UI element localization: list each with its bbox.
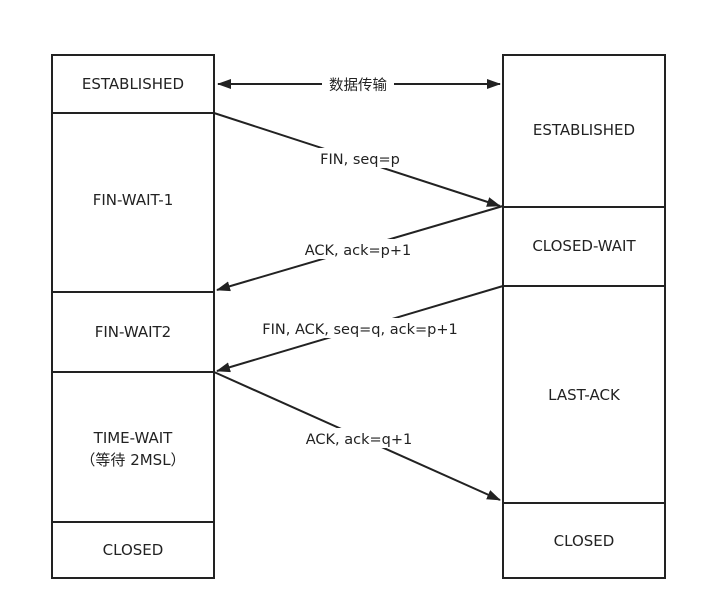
server-column: ESTABLISHED CLOSED-WAIT LAST-ACK CLOSED [502, 54, 666, 579]
client-state-fin-wait-1: FIN-WAIT-1 [51, 112, 215, 293]
client-state-fin-wait-2: FIN-WAIT2 [51, 291, 215, 373]
message-data-transfer: 数据传输 [217, 74, 501, 94]
state-sublabel: （等待 2MSL） [80, 451, 185, 469]
message-label: FIN, seq=p [320, 152, 400, 168]
message-label: ACK, ack=p+1 [305, 243, 412, 259]
message-fin-ack: FIN, ACK, seq=q, ack=p+1 [216, 285, 504, 373]
label-background [300, 239, 416, 259]
message-label: FIN, ACK, seq=q, ack=p+1 [262, 322, 457, 338]
client-state-time-wait: TIME-WAIT （等待 2MSL） [51, 371, 215, 523]
message-ack-q1: ACK, ack=q+1 [213, 371, 501, 501]
state-label: CLOSED [103, 541, 164, 559]
state-label: CLOSED-WAIT [532, 237, 636, 255]
message-ack-p1: ACK, ack=p+1 [216, 205, 504, 292]
state-label: TIME-WAIT [93, 429, 174, 447]
state-label: FIN-WAIT-1 [93, 191, 174, 209]
message-fin: FIN, seq=p [213, 112, 501, 207]
state-label: ESTABLISHED [82, 75, 184, 93]
state-label: ESTABLISHED [533, 121, 635, 139]
server-state-closed-wait: CLOSED-WAIT [502, 206, 666, 287]
state-label: LAST-ACK [548, 386, 621, 404]
message-label: ACK, ack=q+1 [306, 432, 413, 448]
client-column: ESTABLISHED FIN-WAIT-1 FIN-WAIT2 TIME-WA… [51, 54, 215, 579]
state-label: CLOSED [554, 532, 615, 550]
label-background [302, 428, 418, 448]
server-state-established: ESTABLISHED [502, 54, 666, 208]
server-state-last-ack: LAST-ACK [502, 285, 666, 504]
client-state-closed: CLOSED [51, 521, 215, 579]
label-background [322, 74, 394, 94]
state-label: FIN-WAIT2 [95, 323, 171, 341]
client-state-established: ESTABLISHED [51, 54, 215, 114]
label-background [314, 148, 406, 168]
server-state-closed: CLOSED [502, 502, 666, 579]
message-label: 数据传输 [329, 77, 387, 94]
label-background [256, 318, 466, 338]
